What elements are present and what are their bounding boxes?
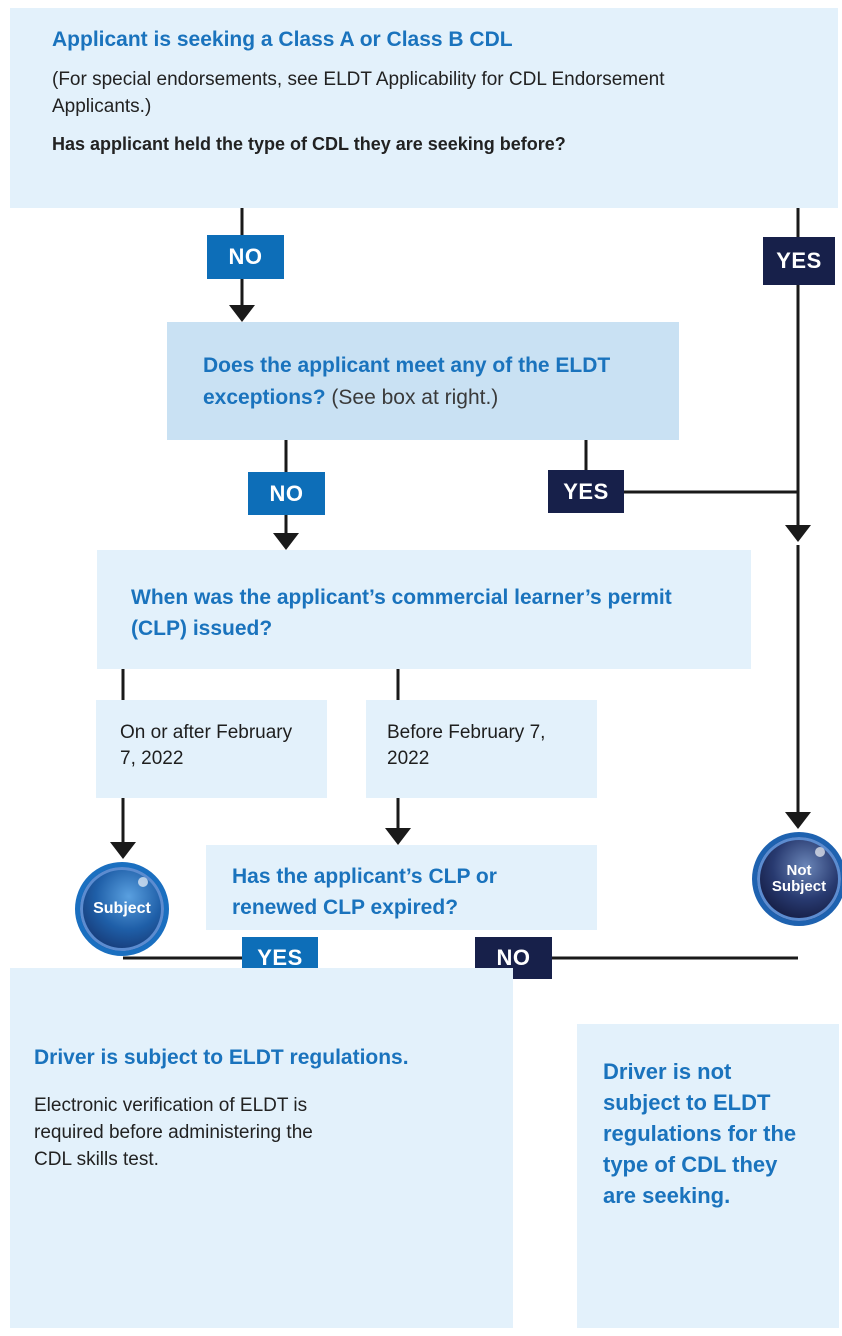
- clp-question: When was the applicant’s commercial lear…: [131, 586, 672, 640]
- outcome-subject-title: Driver is subject to ELDT regulations.: [34, 1046, 409, 1069]
- not-subject-badge-line2: Subject: [771, 878, 827, 895]
- label-no-exceptions: NO: [248, 472, 325, 515]
- badge-shine: [815, 847, 825, 857]
- subject-badge-label: Subject: [93, 900, 151, 918]
- start-box: Applicant is seeking a Class A or Class …: [10, 8, 838, 208]
- not-subject-badge: Not Subject: [752, 832, 842, 926]
- outcome-subject-body: Electronic verification of ELDT is requi…: [34, 1095, 313, 1170]
- outcome-not-subject-box: Driver is not subject to ELDT regulation…: [577, 1024, 839, 1328]
- expired-box-body: Has the applicant’s CLP or renewed CLP e…: [206, 845, 597, 930]
- label-yes-held-before: YES: [763, 237, 835, 285]
- exceptions-box: Does the applicant meet any of the ELDT …: [167, 322, 679, 440]
- subject-badge: Subject: [75, 862, 169, 956]
- option-before: Before February 7, 2022: [366, 700, 597, 798]
- label-yes-exceptions: YES: [548, 470, 624, 513]
- outcome-not-subject-title: Driver is not subject to ELDT regulation…: [603, 1059, 797, 1208]
- option-before-text: Before February 7, 2022: [387, 722, 546, 769]
- expired-question: Has the applicant’s CLP or renewed CLP e…: [232, 865, 497, 919]
- outcome-subject-content: Driver is subject to ELDT regulations. E…: [10, 1024, 513, 1328]
- option-on-or-after: On or after February 7, 2022: [96, 700, 327, 798]
- not-subject-badge-line1: Not: [786, 861, 812, 879]
- start-title: Applicant is seeking a Class A or Class …: [52, 28, 513, 51]
- option-on-or-after-text: On or after February 7, 2022: [120, 722, 293, 769]
- clp-box: When was the applicant’s commercial lear…: [97, 550, 751, 669]
- exceptions-question: Does the applicant meet any of the ELDT …: [203, 354, 611, 409]
- exceptions-aside: (See box at right.): [331, 386, 499, 409]
- badge-shine: [138, 877, 148, 887]
- start-question: Has applicant held the type of CDL they …: [52, 134, 566, 154]
- label-no-held-before: NO: [207, 235, 284, 279]
- start-note: (For special endorsements, see ELDT Appl…: [52, 69, 665, 117]
